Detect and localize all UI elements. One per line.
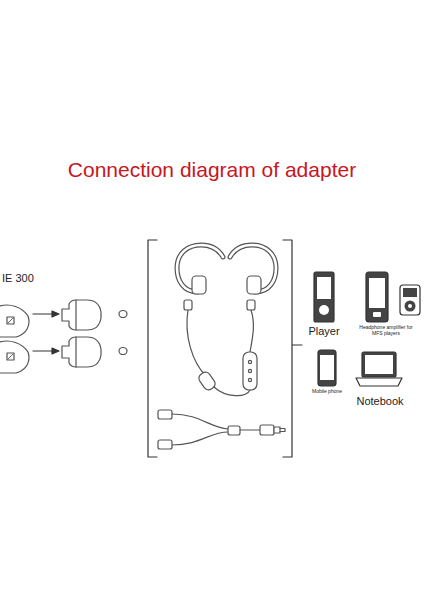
ear-hook-cable [177,245,276,294]
device-label: Notebook [356,395,403,408]
o-ring [119,348,127,355]
mobile-phone-icon [318,350,336,386]
device-label: Player [308,325,339,338]
notebook-icon [356,352,402,386]
mp3-player-icon [400,285,420,315]
player-icon [314,272,334,322]
connector-plug [62,300,101,330]
neckband-cable [184,300,257,396]
bracket [148,240,157,457]
earbud [0,341,29,373]
model-label: IE 300 [2,272,34,285]
connector-plug [62,337,101,367]
device-label: Headphone amplifier for MFS players [355,325,417,337]
device-label: Mobile phone [312,389,342,395]
arrow [33,311,59,354]
earbud [0,305,29,337]
diagram-title: Connection diagram of adapter [68,158,356,182]
bracket [283,240,302,457]
y-split-cable [158,410,285,449]
o-ring [119,311,127,318]
headphone-amplifier-icon [366,272,388,322]
